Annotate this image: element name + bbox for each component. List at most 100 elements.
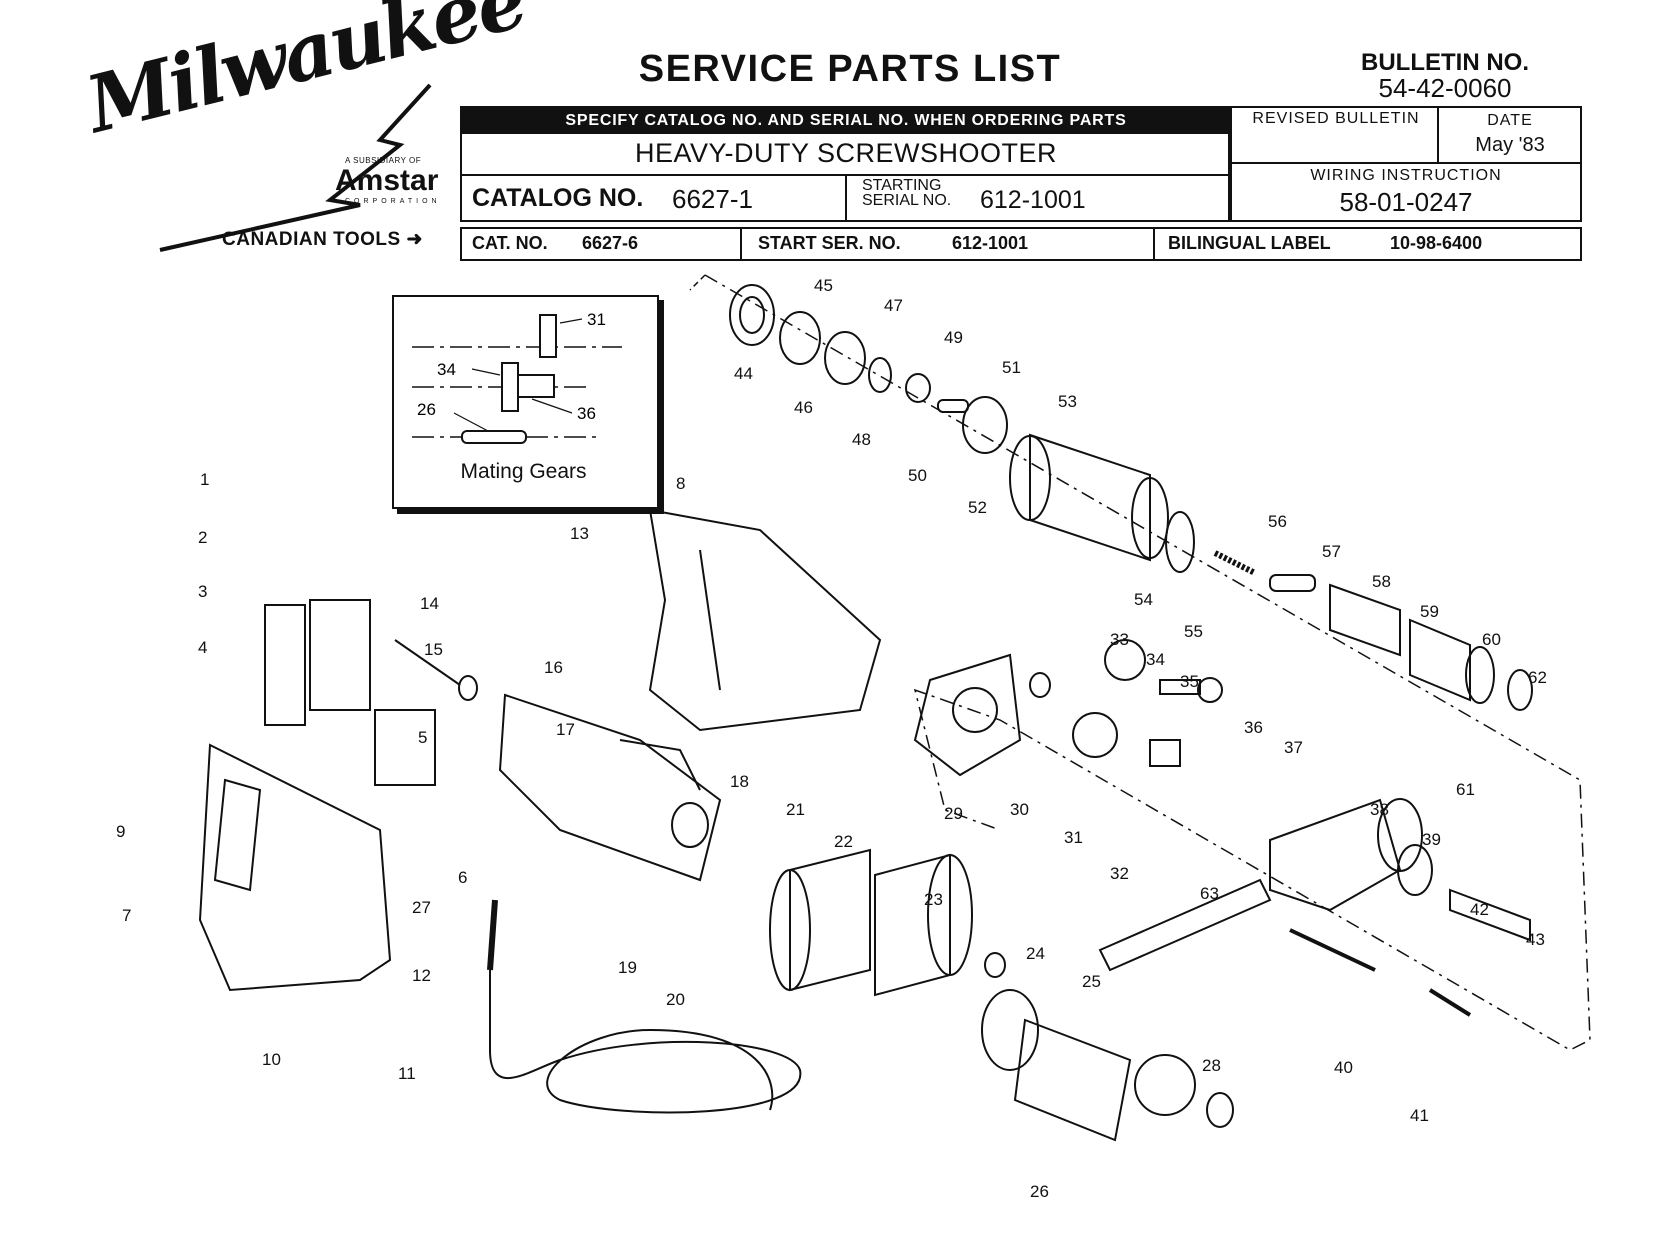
revised-bulletin-label: REVISED BULLETIN	[1252, 110, 1420, 127]
callout-label: 52	[968, 498, 987, 517]
callout-label: 34	[1146, 650, 1165, 669]
divider	[1230, 162, 1582, 164]
mating-gears-title: Mating Gears	[460, 460, 587, 483]
callout-label: 61	[1456, 780, 1475, 799]
callout-label: 4	[198, 638, 208, 657]
callout-label: 10	[262, 1050, 281, 1069]
callout-label: 22	[834, 832, 853, 851]
bilingual-label: BILINGUAL LABEL	[1168, 233, 1331, 253]
callout-label: 8	[676, 474, 686, 493]
callout-label: 39	[1422, 830, 1441, 849]
callout-label: 51	[1002, 358, 1021, 377]
wiring-instruction-number: 58-01-0247	[1339, 187, 1473, 217]
callout-label: 28	[1202, 1056, 1221, 1075]
callout-label: 63	[1200, 884, 1219, 903]
callout-label: 27	[412, 898, 431, 917]
callout-label: 11	[398, 1064, 416, 1083]
callout-label: 59	[1420, 602, 1439, 621]
callout-label: 56	[1268, 512, 1287, 531]
bulletin-label: BULLETIN NO.	[1361, 49, 1529, 76]
mating-gears-inset	[392, 295, 659, 509]
callout-label: 36	[1244, 718, 1263, 737]
inset-label: 34	[437, 360, 456, 379]
callout-label: 29	[944, 804, 963, 823]
date-value: May '83	[1475, 134, 1545, 156]
callout-label: 41	[1410, 1106, 1429, 1125]
callout-label: 60	[1482, 630, 1501, 649]
inset-label: 36	[577, 404, 596, 423]
product-name: HEAVY-DUTY SCREWSHOOTER	[634, 138, 1058, 168]
callout-label: 18	[730, 772, 749, 791]
callout-label: 49	[944, 328, 963, 347]
callout-label: 42	[1470, 900, 1489, 919]
date-label: DATE	[1487, 112, 1533, 129]
callout-label: 40	[1334, 1058, 1353, 1077]
callout-label: 23	[924, 890, 943, 909]
callout-label: 17	[556, 720, 575, 739]
ordering-note: SPECIFY CATALOG NO. AND SERIAL NO. WHEN …	[462, 108, 1230, 134]
amstar-logo: Amstar	[335, 164, 439, 197]
callout-label: 53	[1058, 392, 1077, 411]
callout-label: 55	[1184, 622, 1203, 641]
callout-label: 45	[814, 276, 833, 295]
callout-label: 54	[1134, 590, 1153, 609]
divider	[1153, 227, 1155, 261]
wiring-instruction-label: WIRING INSTRUCTION	[1310, 167, 1502, 184]
callout-label: 57	[1322, 542, 1341, 561]
callout-label: 12	[412, 966, 431, 985]
callout-label: 3	[198, 582, 208, 601]
callout-label: 9	[116, 822, 126, 841]
catalog-number: 6627-1	[672, 184, 753, 214]
inset-label: 31	[587, 310, 606, 329]
callout-label: 16	[544, 658, 563, 677]
callout-label: 48	[852, 430, 871, 449]
inset-label: 26	[417, 400, 436, 419]
arrow-right-icon: ➜	[406, 229, 423, 250]
callout-label: 50	[908, 466, 927, 485]
divider	[845, 174, 847, 222]
divider	[1437, 106, 1439, 164]
canadian-cat-label: CAT. NO.	[472, 233, 548, 253]
lightning-bolt-icon	[159, 83, 432, 252]
callout-label: 21	[786, 800, 805, 819]
starting-serial-number: 612-1001	[980, 186, 1086, 214]
canadian-cat-number: 6627-6	[582, 233, 639, 253]
bulletin-box	[1230, 106, 1582, 222]
callout-label: 20	[666, 990, 685, 1009]
callout-label: 38	[1370, 800, 1389, 819]
callout-label: 26	[1030, 1182, 1049, 1201]
callout-label: 1	[200, 470, 210, 489]
page-title: SERVICE PARTS LIST	[638, 48, 1062, 90]
callout-label: 13	[570, 524, 589, 543]
catalog-label: CATALOG NO.	[472, 184, 644, 212]
callout-label: 7	[122, 906, 132, 925]
callout-label: 44	[734, 364, 753, 383]
corporation-text: CORPORATION	[345, 198, 441, 205]
callout-label: 14	[420, 594, 439, 613]
callout-label: 31	[1064, 828, 1083, 847]
callout-label: 46	[794, 398, 813, 417]
callout-label: 19	[618, 958, 637, 977]
callout-label: 30	[1010, 800, 1029, 819]
bilingual-label-number: 10-98-6400	[1390, 233, 1483, 253]
callout-label: 25	[1082, 972, 1101, 991]
canadian-tools-label: CANADIAN TOOLS ➜	[222, 229, 423, 250]
callout-label: 24	[1026, 944, 1045, 963]
callout-label: 43	[1526, 930, 1545, 949]
canadian-start-ser-label: START SER. NO.	[758, 233, 901, 253]
mating-gears-diagram: 31 34 26 36	[412, 310, 622, 444]
bulletin-number: 54-42-0060	[1378, 73, 1512, 103]
canadian-row	[460, 227, 1582, 261]
callout-label: 35	[1180, 672, 1199, 691]
callout-label: 5	[418, 728, 428, 747]
callout-label: 62	[1528, 668, 1547, 687]
callout-label: 47	[884, 296, 903, 315]
callout-label: 58	[1372, 572, 1391, 591]
callout-label: 2	[198, 528, 208, 547]
subsidiary-text: A SUBSIDIARY OF	[345, 156, 422, 165]
callout-label: 37	[1284, 738, 1303, 757]
callout-label: 33	[1110, 630, 1129, 649]
callout-label: 32	[1110, 864, 1129, 883]
callout-label: 6	[458, 868, 468, 887]
